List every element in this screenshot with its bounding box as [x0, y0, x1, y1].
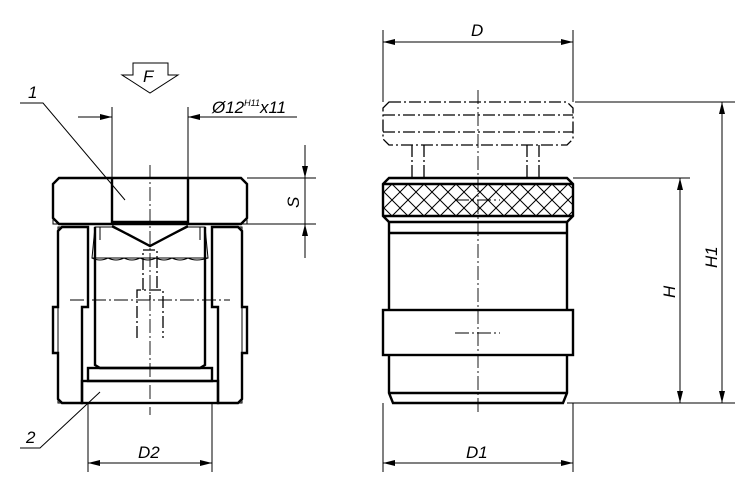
- item-1-label: 1: [28, 83, 37, 102]
- h1-label: H1: [702, 246, 721, 268]
- d2-label: D2: [138, 443, 160, 462]
- d1-label: D1: [466, 443, 488, 462]
- force-arrow-icon: [120, 62, 180, 94]
- section-view: [51, 165, 249, 415]
- force-label: F: [143, 67, 155, 86]
- h-label: H: [660, 285, 679, 298]
- bore-dimension: Ø12H11x11: [211, 98, 286, 117]
- d-label: D: [471, 21, 483, 40]
- item-2-label: 2: [25, 428, 36, 447]
- side-view: [381, 90, 575, 415]
- stroke-label: S: [284, 196, 303, 208]
